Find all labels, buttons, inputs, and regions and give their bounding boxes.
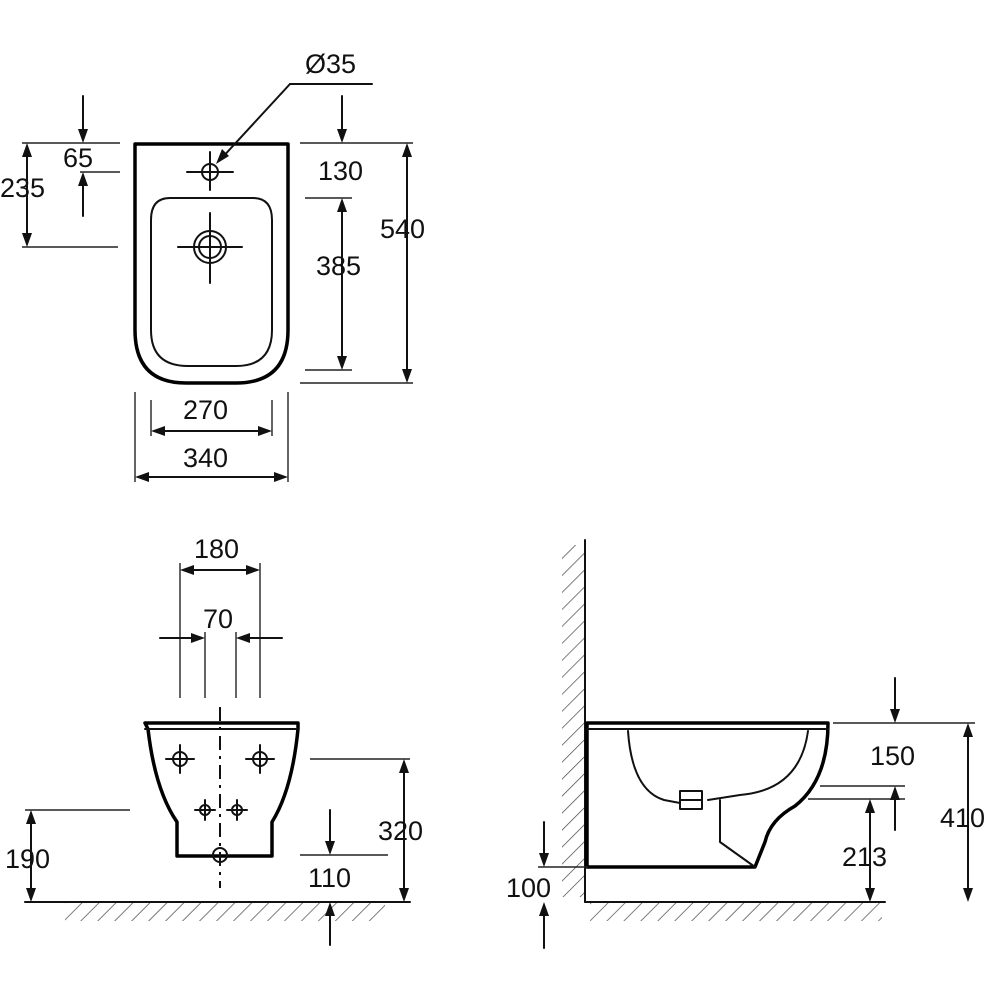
- front-view: 180 70 320 110 190: [5, 534, 423, 946]
- dim-side-right: 150 410 213: [808, 677, 985, 902]
- dim-supply-height-label: 190: [5, 844, 50, 874]
- dim-drain-height-label: 110: [308, 863, 351, 893]
- top-view-outline: [133, 142, 290, 385]
- dim-bowl-length-label: 385: [316, 251, 361, 281]
- dim-right-top: 130 385 540: [300, 95, 425, 384]
- dim-hole-from-edge-label: 65: [63, 143, 93, 173]
- dim-total-width-label: 340: [183, 443, 228, 473]
- dim-front-right: 320 110: [300, 758, 423, 946]
- dim-side-left: 100: [506, 821, 588, 949]
- top-view: Ø35 65 235: [0, 49, 425, 482]
- top-view-inner-bowl: [150, 197, 273, 367]
- dim-bolt-height-label: 320: [378, 816, 423, 846]
- dim-rim-height-label: 410: [940, 803, 985, 833]
- waste-outlet: [212, 847, 228, 863]
- fixing-hole-right: [245, 744, 275, 774]
- dim-bolt-spacing-inner-label: 70: [203, 604, 233, 634]
- dim-drain-from-edge-label: 235: [0, 173, 45, 203]
- supply-hole-left: [194, 799, 216, 821]
- dim-outlet-height-label: 213: [842, 842, 887, 872]
- dim-hole-diameter: Ø35: [216, 49, 373, 164]
- wall-hatch: [562, 545, 584, 897]
- side-view: 150 410 213 100: [506, 539, 985, 949]
- dim-front-left: 190: [5, 809, 130, 902]
- side-inner-bowl: [627, 730, 681, 804]
- fixing-hole-left: [165, 744, 195, 774]
- tap-hole: [186, 151, 234, 191]
- dim-rim-to-outlet-label: 150: [870, 741, 915, 771]
- dim-front-top: 180 70: [159, 534, 283, 698]
- dim-rim-front-label: 130: [318, 156, 363, 186]
- dim-total-length-label: 540: [380, 214, 425, 244]
- drain: [177, 212, 243, 284]
- dim-left-top: 65 235: [0, 95, 120, 248]
- front-floor-hatch: [65, 903, 385, 921]
- side-floor-hatch: [590, 903, 882, 921]
- side-view-outline: [585, 721, 830, 869]
- dim-hole-diameter-label: Ø35: [305, 49, 356, 79]
- front-view-outline: [143, 721, 300, 858]
- side-outlet: [679, 790, 703, 810]
- dim-bowl-width-label: 270: [183, 395, 228, 425]
- supply-hole-right: [226, 799, 248, 821]
- dim-bolt-spacing-outer-label: 180: [194, 534, 239, 564]
- dim-base-height-label: 100: [506, 873, 551, 903]
- dim-bottom-top: 270 340: [134, 392, 289, 482]
